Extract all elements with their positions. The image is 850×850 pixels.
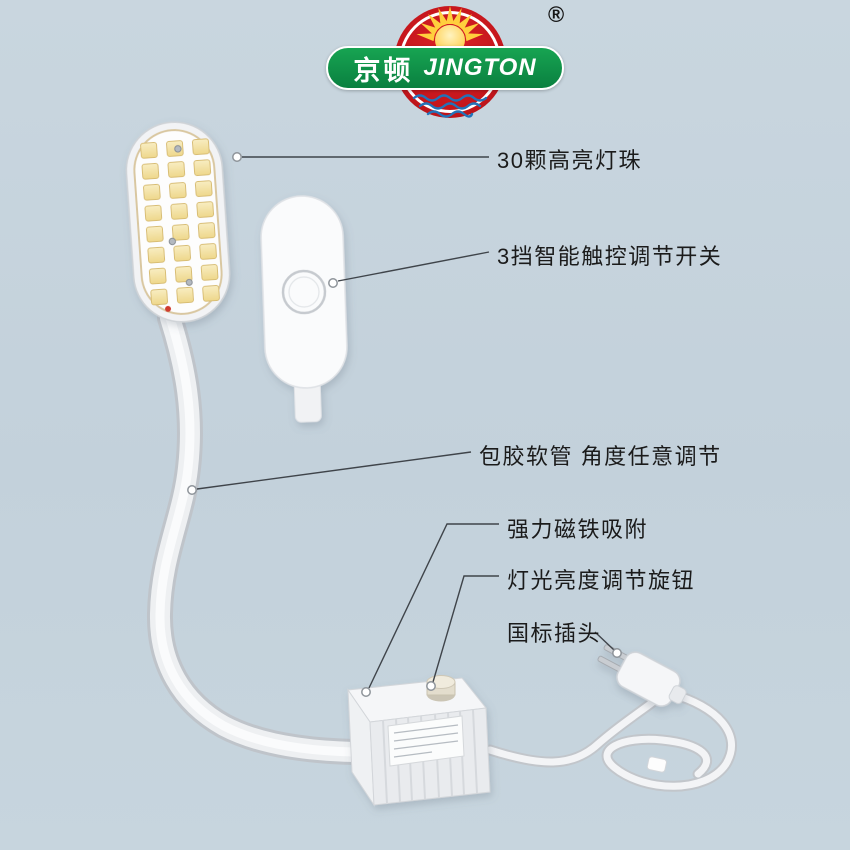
callout-line-flexible-tube bbox=[196, 451, 472, 490]
callout-line-touch-switch bbox=[337, 251, 490, 282]
power-plug bbox=[597, 644, 687, 707]
touch-button-inner-ring bbox=[288, 276, 320, 308]
callout-dots bbox=[187, 152, 622, 697]
led-chip bbox=[197, 222, 216, 239]
brand-name-english: JINGTON bbox=[423, 54, 537, 81]
screw-icon bbox=[168, 237, 177, 246]
led-chip bbox=[144, 204, 163, 222]
sunburst-icon bbox=[416, 6, 484, 46]
registered-trademark: ® bbox=[548, 2, 565, 27]
led-chip bbox=[173, 244, 192, 262]
led-chip bbox=[176, 286, 194, 304]
touch-controller bbox=[260, 195, 348, 423]
lamp-head bbox=[125, 121, 231, 323]
callout-dot-led-beads bbox=[232, 152, 242, 162]
callout-line-magnet-base bbox=[368, 523, 499, 689]
led-chip bbox=[191, 138, 210, 156]
callout-label-touch-switch: 3挡智能触控调节开关 bbox=[497, 244, 723, 269]
led-chip bbox=[196, 201, 215, 218]
gooseneck-tube bbox=[146, 305, 367, 765]
callout-dot-magnet-base bbox=[361, 687, 371, 697]
led-chip bbox=[194, 180, 213, 197]
controller-body bbox=[260, 195, 348, 389]
callout-dot-power-plug bbox=[612, 648, 622, 658]
sticker-text-lines bbox=[393, 724, 459, 758]
cord-wrap-band bbox=[646, 756, 667, 773]
brand-name-chinese: 京顿 bbox=[353, 55, 414, 86]
led-chip bbox=[150, 288, 169, 306]
base-label-sticker bbox=[387, 715, 465, 767]
callout-dot-flexible-tube bbox=[187, 485, 197, 495]
water-waves-icon bbox=[412, 94, 488, 118]
callout-label-brightness-knob: 灯光亮度调节旋钮 bbox=[507, 568, 696, 593]
led-chip bbox=[170, 203, 189, 220]
callout-line-power-plug bbox=[594, 631, 615, 651]
callout-dot-touch-switch bbox=[328, 278, 338, 288]
led-chip bbox=[148, 267, 167, 285]
callout-label-led-beads: 30颗高亮灯珠 bbox=[497, 148, 642, 173]
led-chip bbox=[174, 265, 193, 283]
callout-dot-brightness-knob bbox=[426, 681, 436, 691]
led-chip bbox=[200, 264, 219, 281]
led-chip bbox=[141, 162, 160, 180]
screw-icon bbox=[185, 278, 193, 286]
brand-logo: 京顿 JINGTON ® bbox=[320, 0, 570, 124]
callout-label-flexible-tube: 包胶软管 角度任意调节 bbox=[479, 444, 722, 469]
screw-icon bbox=[174, 145, 182, 153]
callout-label-power-plug: 国标插头 bbox=[507, 621, 602, 646]
led-chip bbox=[140, 141, 158, 159]
led-chip bbox=[143, 183, 161, 201]
callout-lines bbox=[196, 156, 615, 689]
led-grid bbox=[140, 138, 220, 306]
led-chip bbox=[147, 246, 166, 264]
led-chip bbox=[202, 284, 220, 302]
indicator-dot bbox=[165, 305, 172, 312]
led-chip bbox=[167, 161, 186, 178]
logo-banner: 京顿 JINGTON bbox=[326, 46, 564, 90]
magnetic-base bbox=[347, 675, 491, 807]
led-chip bbox=[193, 159, 212, 177]
plug-neck bbox=[668, 685, 687, 705]
callout-label-magnet-base: 强力磁铁吸附 bbox=[507, 517, 649, 542]
callout-line-brightness-knob bbox=[432, 575, 499, 683]
led-chip bbox=[145, 225, 164, 243]
power-cord bbox=[484, 684, 737, 792]
touch-button bbox=[281, 269, 327, 315]
led-chip bbox=[199, 243, 217, 260]
led-chip bbox=[168, 182, 187, 199]
led-chip bbox=[171, 223, 190, 241]
